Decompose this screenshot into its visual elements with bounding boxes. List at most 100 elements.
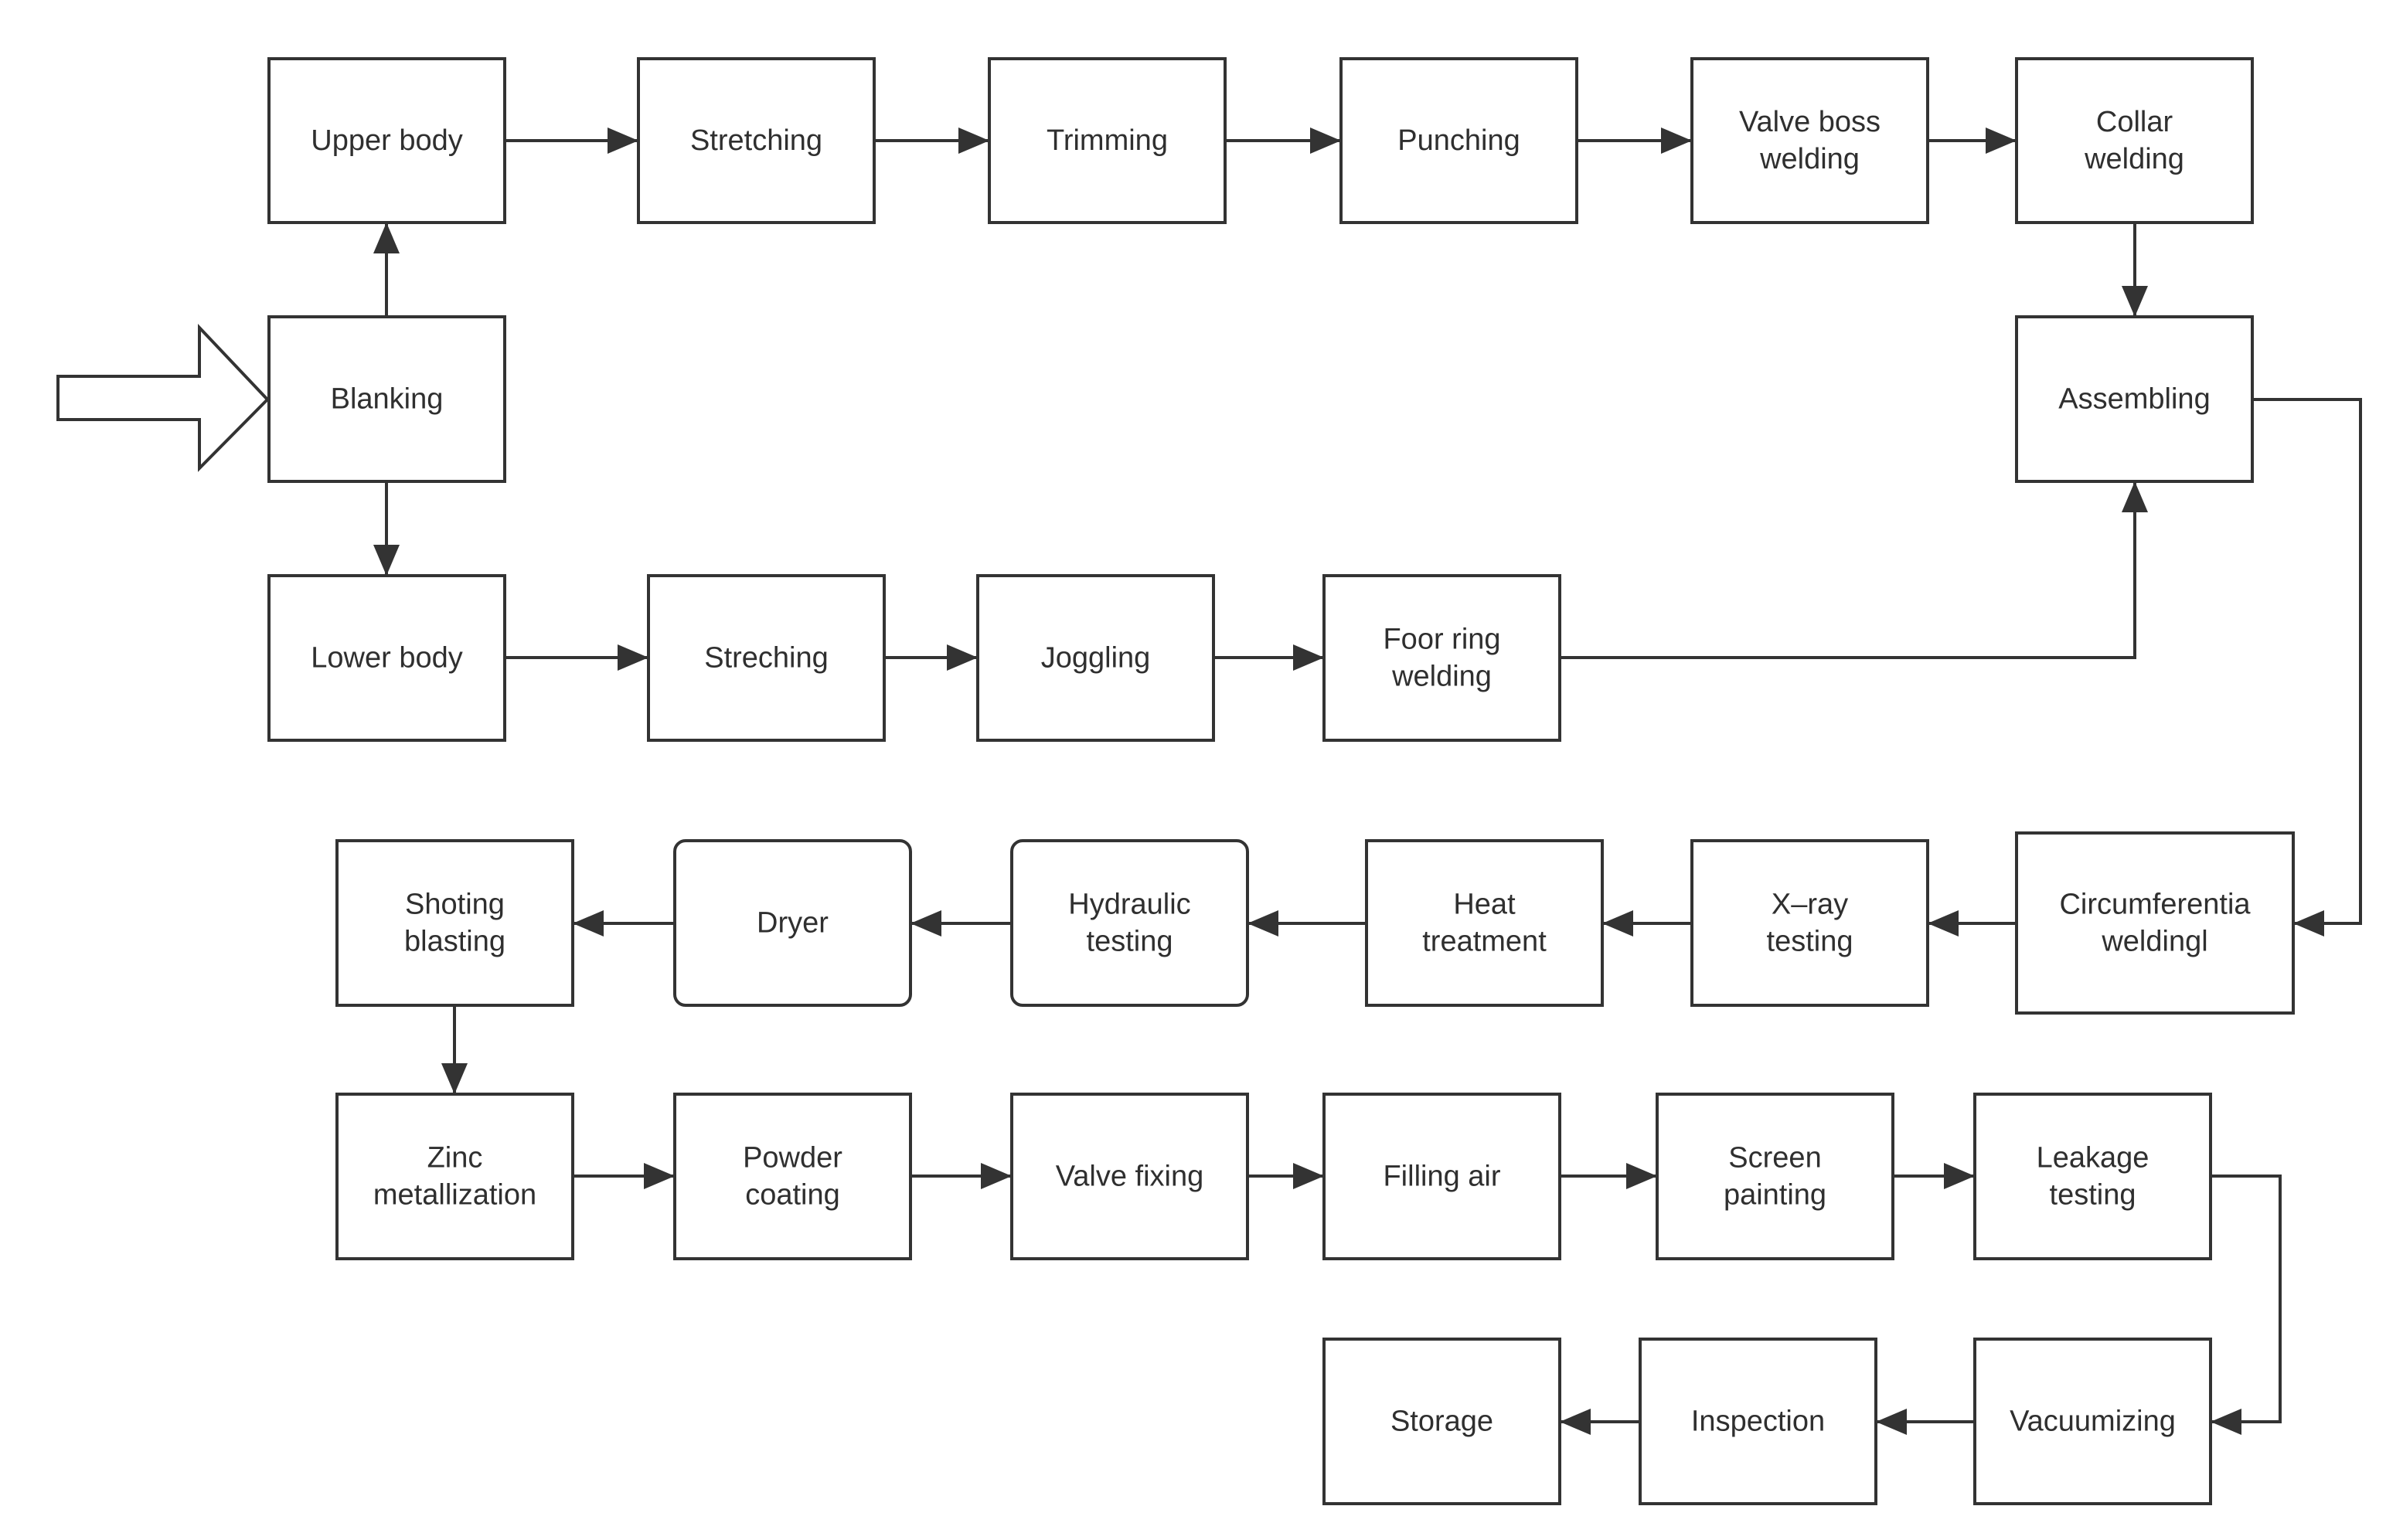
step-box [2015, 315, 2254, 483]
step-label: testing [2050, 1179, 2136, 1212]
step-streching: Streching [647, 574, 886, 742]
entry-arrow-icon [56, 323, 270, 472]
step-box [2015, 831, 2295, 1015]
step-label: Foor ring [1383, 624, 1500, 656]
step-box [1010, 1093, 1249, 1260]
step-box [1639, 1338, 1877, 1505]
step-label: Streching [704, 642, 829, 675]
step-label: Blanking [331, 383, 444, 416]
step-label: metallization [373, 1179, 536, 1212]
step-vacuumizing: Vacuumizing [1973, 1338, 2212, 1505]
step-box [673, 1093, 912, 1260]
step-label: coating [745, 1179, 840, 1212]
step-zinc-metallization: Zinc metallization [335, 1093, 574, 1260]
step-box [976, 574, 1215, 742]
connectors [373, 127, 2362, 1435]
step-upper-body: Upper body [267, 57, 506, 224]
step-box [335, 1093, 574, 1260]
step-shoting-blasting: Shoting blasting [335, 839, 574, 1007]
step-hydraulic-testing: Hydraulic testing [1010, 839, 1249, 1007]
step-collar-welding: Collar welding [2015, 57, 2254, 224]
step-box [1973, 1338, 2212, 1505]
step-foor-ring-welding: Foor ring welding [1322, 574, 1561, 742]
step-inspection: Inspection [1639, 1338, 1877, 1505]
step-punching: Punching [1339, 57, 1578, 224]
step-label: Stretching [690, 124, 822, 157]
step-blanking: Blanking [267, 315, 506, 483]
step-label: welding [1759, 143, 1860, 175]
step-label: Collar [2096, 106, 2173, 138]
arrow-leakage-to-vacuumizing [2211, 1175, 2282, 1435]
step-label: Screen [1728, 1142, 1821, 1175]
step-filling-air: Filling air [1322, 1093, 1561, 1260]
step-box [1365, 839, 1604, 1007]
step-box [1690, 57, 1929, 224]
step-stretching: Stretching [637, 57, 876, 224]
step-screen-painting: Screen painting [1656, 1093, 1894, 1260]
step-label: Heat [1453, 889, 1516, 921]
step-assembling: Assembling [2015, 315, 2254, 483]
step-label: testing [1767, 926, 1853, 958]
step-trimming: Trimming [988, 57, 1227, 224]
step-box [1339, 57, 1578, 224]
step-label: Lower body [311, 642, 462, 675]
step-label: testing [1087, 926, 1173, 958]
step-label: Hydraulic [1068, 889, 1190, 921]
step-heat-treatment: Heat treatment [1365, 839, 1604, 1007]
step-box [335, 839, 574, 1007]
step-label: painting [1724, 1179, 1826, 1212]
step-box [988, 57, 1227, 224]
step-label: Valve fixing [1056, 1161, 1204, 1193]
step-label: Vacuumizing [2010, 1406, 2176, 1438]
step-label: Assembling [2058, 383, 2210, 416]
step-valve-fixing: Valve fixing [1010, 1093, 1249, 1260]
step-label: Upper body [311, 124, 462, 157]
step-leakage-testing: Leakage testing [1973, 1093, 2212, 1260]
step-label: Powder [743, 1142, 842, 1175]
step-label: Joggling [1041, 642, 1151, 675]
step-joggling: Joggling [976, 574, 1215, 742]
step-box [1322, 1338, 1561, 1505]
step-label: Punching [1397, 124, 1520, 157]
step-box [673, 839, 912, 1007]
arrow-assembling-to-circumferential [2252, 398, 2362, 937]
step-label: Leakage [2037, 1142, 2149, 1175]
step-label: welding [1391, 661, 1492, 693]
step-lower-body: Lower body [267, 574, 506, 742]
step-label: X–ray [1772, 889, 1848, 921]
step-box [637, 57, 876, 224]
step-box [1322, 574, 1561, 742]
step-label: Filling air [1383, 1161, 1500, 1193]
step-box [1322, 1093, 1561, 1260]
step-label: Dryer [757, 907, 829, 940]
step-box [1690, 839, 1929, 1007]
step-valve-boss-welding: Valve boss welding [1690, 57, 1929, 224]
step-box [267, 574, 506, 742]
step-label: blasting [404, 926, 505, 958]
step-xray-testing: X–ray testing [1690, 839, 1929, 1007]
step-label: weldingl [2101, 926, 2207, 958]
step-dryer: Dryer [673, 839, 912, 1007]
step-box [1973, 1093, 2212, 1260]
step-storage: Storage [1322, 1338, 1561, 1505]
step-box [1010, 839, 1249, 1007]
step-label: Trimming [1047, 124, 1168, 157]
step-label: Shoting [405, 889, 505, 921]
step-label: welding [2084, 143, 2184, 175]
step-box [267, 315, 506, 483]
step-powder-coating: Powder coating [673, 1093, 912, 1260]
step-label: Storage [1390, 1406, 1493, 1438]
step-label: Circumferentia [2059, 889, 2251, 921]
step-label: treatment [1422, 926, 1547, 958]
step-box [1656, 1093, 1894, 1260]
step-box [267, 57, 506, 224]
step-box [2015, 57, 2254, 224]
arrow-foor-ring-to-assembling [1560, 481, 2148, 659]
step-label: Inspection [1691, 1406, 1825, 1438]
step-label: Zinc [427, 1142, 483, 1175]
step-label: Valve boss [1739, 106, 1881, 138]
step-circumferential-welding: Circumferentia weldingl [2015, 831, 2295, 1015]
step-box [647, 574, 886, 742]
